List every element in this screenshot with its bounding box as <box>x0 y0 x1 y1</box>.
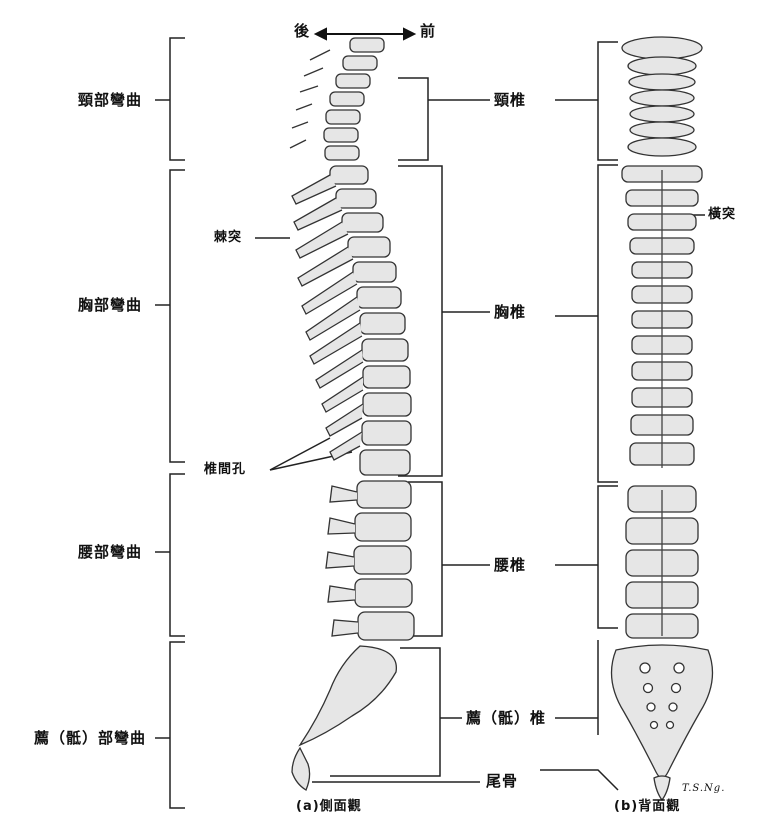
coccyx-posterior <box>654 776 670 800</box>
lumbar-curve-label: 腰部彎曲 <box>78 545 142 560</box>
posterior-cervical-bracket <box>598 42 618 160</box>
lumbar-vertebrae-lateral <box>326 481 414 640</box>
lumbar-vertebrae-bracket <box>408 482 442 636</box>
sacral-curve-bracket <box>170 642 185 808</box>
thoracic-curve-bracket <box>170 170 185 462</box>
posterior-spine <box>612 37 713 800</box>
lateral-spine <box>290 38 414 790</box>
thoracic-vertebrae-label: 胸椎 <box>494 305 526 320</box>
posterior-thoracic-bracket <box>598 165 618 482</box>
sacrum-lateral <box>300 646 396 745</box>
cervical-curve-bracket <box>170 38 185 160</box>
sacral-curve-label: 薦（骶）部彎曲 <box>34 731 146 746</box>
thoracic-vertebrae-posterior <box>622 166 702 468</box>
anterior-direction-label: 前 <box>420 24 436 39</box>
thoracic-curve-label: 胸部彎曲 <box>78 298 142 313</box>
posterior-view-caption: (b)背面觀 <box>614 800 680 813</box>
cervical-vertebrae-label: 頸椎 <box>494 93 526 108</box>
lumbar-curve-bracket <box>170 474 185 636</box>
lumbar-vertebrae-posterior <box>626 486 698 638</box>
lateral-view-caption: (a)側面觀 <box>296 800 362 813</box>
sacrum-posterior <box>612 645 713 778</box>
coccyx-label: 尾骨 <box>486 774 518 789</box>
cervical-vertebrae-posterior <box>622 37 702 156</box>
thoracic-vertebrae-lateral <box>292 166 411 475</box>
cervical-curve-label: 頸部彎曲 <box>78 93 142 108</box>
posterior-direction-label: 後 <box>294 24 310 39</box>
foramen-pointer-1 <box>270 438 330 470</box>
artist-signature: T.S.Ng. <box>682 784 725 794</box>
sacral-vertebrae-label: 薦（骶）椎 <box>466 711 546 726</box>
posterior-lumbar-bracket <box>598 486 618 628</box>
lumbar-vertebrae-label: 腰椎 <box>494 558 526 573</box>
transverse-process-label: 橫突 <box>708 208 736 221</box>
coccyx-lateral <box>292 748 310 790</box>
cervical-vertebrae-bracket <box>398 78 428 160</box>
intervertebral-foramen-label: 椎間孔 <box>204 463 246 476</box>
spinous-process-label: 棘突 <box>214 231 242 244</box>
cervical-vertebrae-lateral <box>290 38 384 160</box>
